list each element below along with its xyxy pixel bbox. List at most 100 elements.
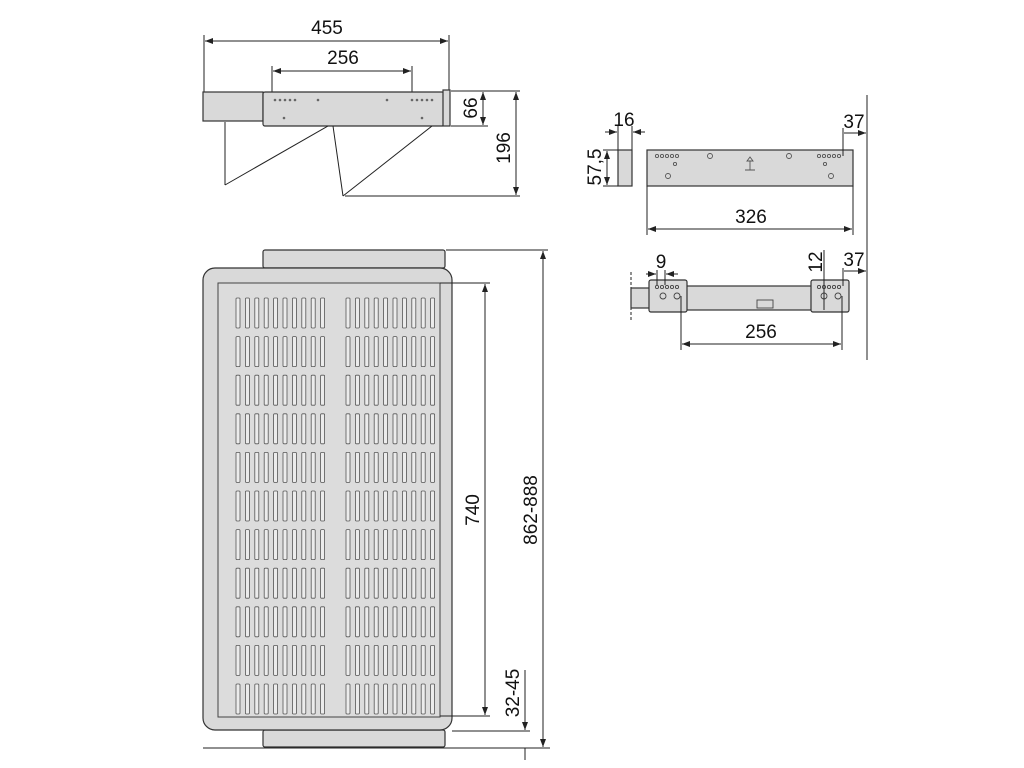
ventilation-slot — [392, 567, 398, 599]
ventilation-slot — [291, 451, 297, 483]
ventilation-slot — [373, 490, 379, 522]
ventilation-slot — [310, 374, 316, 406]
ventilation-slot — [291, 413, 297, 445]
ventilation-slot — [354, 645, 360, 676]
mounting-plate-view: 16 57,5 326 37 — [585, 95, 868, 360]
spacer-block — [617, 149, 633, 187]
ventilation-slot — [420, 336, 426, 368]
ventilation-slot — [310, 297, 316, 329]
ventilation-slot — [411, 336, 417, 368]
rail-body — [685, 285, 813, 311]
ventilation-slot — [301, 529, 307, 560]
ventilation-slot — [383, 683, 389, 715]
ventilation-slot — [244, 374, 250, 406]
ventilation-slot — [301, 567, 307, 599]
ventilation-slot — [345, 529, 351, 560]
ventilation-slot — [263, 336, 269, 368]
ventilation-slot — [310, 645, 316, 676]
ventilation-slot — [263, 451, 269, 483]
ventilation-slot — [254, 336, 260, 368]
ventilation-slot — [244, 451, 250, 483]
ventilation-slot — [235, 297, 241, 329]
ventilation-slot — [235, 374, 241, 406]
ventilation-slot — [420, 374, 426, 406]
ventilation-slot — [301, 645, 307, 676]
ventilation-slot — [373, 606, 379, 638]
ventilation-slot — [373, 529, 379, 560]
bottom-rail — [262, 729, 446, 748]
ventilation-slot — [282, 336, 288, 368]
ventilation-slot — [301, 413, 307, 445]
ventilation-slot — [345, 297, 351, 329]
ventilation-slot — [291, 529, 297, 560]
ventilation-slot — [354, 336, 360, 368]
ventilation-slot — [373, 451, 379, 483]
ventilation-slot — [354, 374, 360, 406]
dim-37-top-label: 37 — [843, 112, 864, 133]
ventilation-slot — [401, 529, 407, 560]
ventilation-slot — [320, 645, 326, 676]
ventilation-slot — [401, 297, 407, 329]
ventilation-slot — [354, 529, 360, 560]
ventilation-slot — [244, 297, 250, 329]
ventilation-slot — [273, 374, 279, 406]
ventilation-slot — [364, 490, 370, 522]
ventilation-slot — [291, 567, 297, 599]
ventilation-slot — [420, 645, 426, 676]
ventilation-slot — [411, 567, 417, 599]
ventilation-slot — [373, 413, 379, 445]
ventilation-slot — [254, 413, 260, 445]
ventilation-slot — [301, 606, 307, 638]
ventilation-slot — [235, 529, 241, 560]
ventilation-slot — [345, 451, 351, 483]
ventilation-slot — [291, 683, 297, 715]
ventilation-slot — [301, 451, 307, 483]
ventilation-slot — [235, 413, 241, 445]
ventilation-slot — [420, 297, 426, 329]
ventilation-slot — [411, 297, 417, 329]
dim-256-side-label: 256 — [327, 48, 359, 69]
ventilation-slot — [345, 567, 351, 599]
ventilation-slot — [320, 336, 326, 368]
ventilation-slot — [401, 451, 407, 483]
ventilation-slot — [282, 529, 288, 560]
ventilation-slot — [244, 529, 250, 560]
ventilation-slot — [291, 336, 297, 368]
ventilation-slot — [364, 529, 370, 560]
ventilation-slot — [401, 374, 407, 406]
ventilation-slot — [282, 645, 288, 676]
ventilation-slot — [235, 490, 241, 522]
ventilation-slot — [301, 374, 307, 406]
ventilation-slot — [320, 297, 326, 329]
ventilation-slot — [345, 683, 351, 715]
ventilation-slot — [401, 645, 407, 676]
ventilation-slot — [430, 683, 436, 715]
ventilation-slot — [420, 683, 426, 715]
ventilation-slot — [345, 645, 351, 676]
ventilation-slot — [254, 683, 260, 715]
ventilation-slot — [354, 683, 360, 715]
ventilation-slot — [364, 451, 370, 483]
ventilation-slot — [282, 413, 288, 445]
ventilation-slot — [364, 567, 370, 599]
dim-16-label: 16 — [613, 110, 634, 131]
ventilation-slot — [273, 336, 279, 368]
ventilation-slot — [383, 413, 389, 445]
ventilation-slot — [354, 567, 360, 599]
ventilation-slot — [392, 529, 398, 560]
ventilation-slot — [430, 645, 436, 676]
ventilation-slot — [411, 645, 417, 676]
ventilation-slot — [244, 683, 250, 715]
ventilation-slot — [235, 683, 241, 715]
ventilation-slot — [383, 645, 389, 676]
ventilation-slot — [383, 529, 389, 560]
ventilation-slot — [301, 683, 307, 715]
ventilation-slot — [420, 451, 426, 483]
ventilation-slot — [345, 374, 351, 406]
ventilation-slot — [254, 645, 260, 676]
dim-57-5-label: 57,5 — [585, 149, 606, 186]
ventilation-slot — [254, 490, 260, 522]
ventilation-slot — [310, 567, 316, 599]
ventilation-slot — [310, 451, 316, 483]
dim-455-label: 455 — [311, 18, 343, 39]
